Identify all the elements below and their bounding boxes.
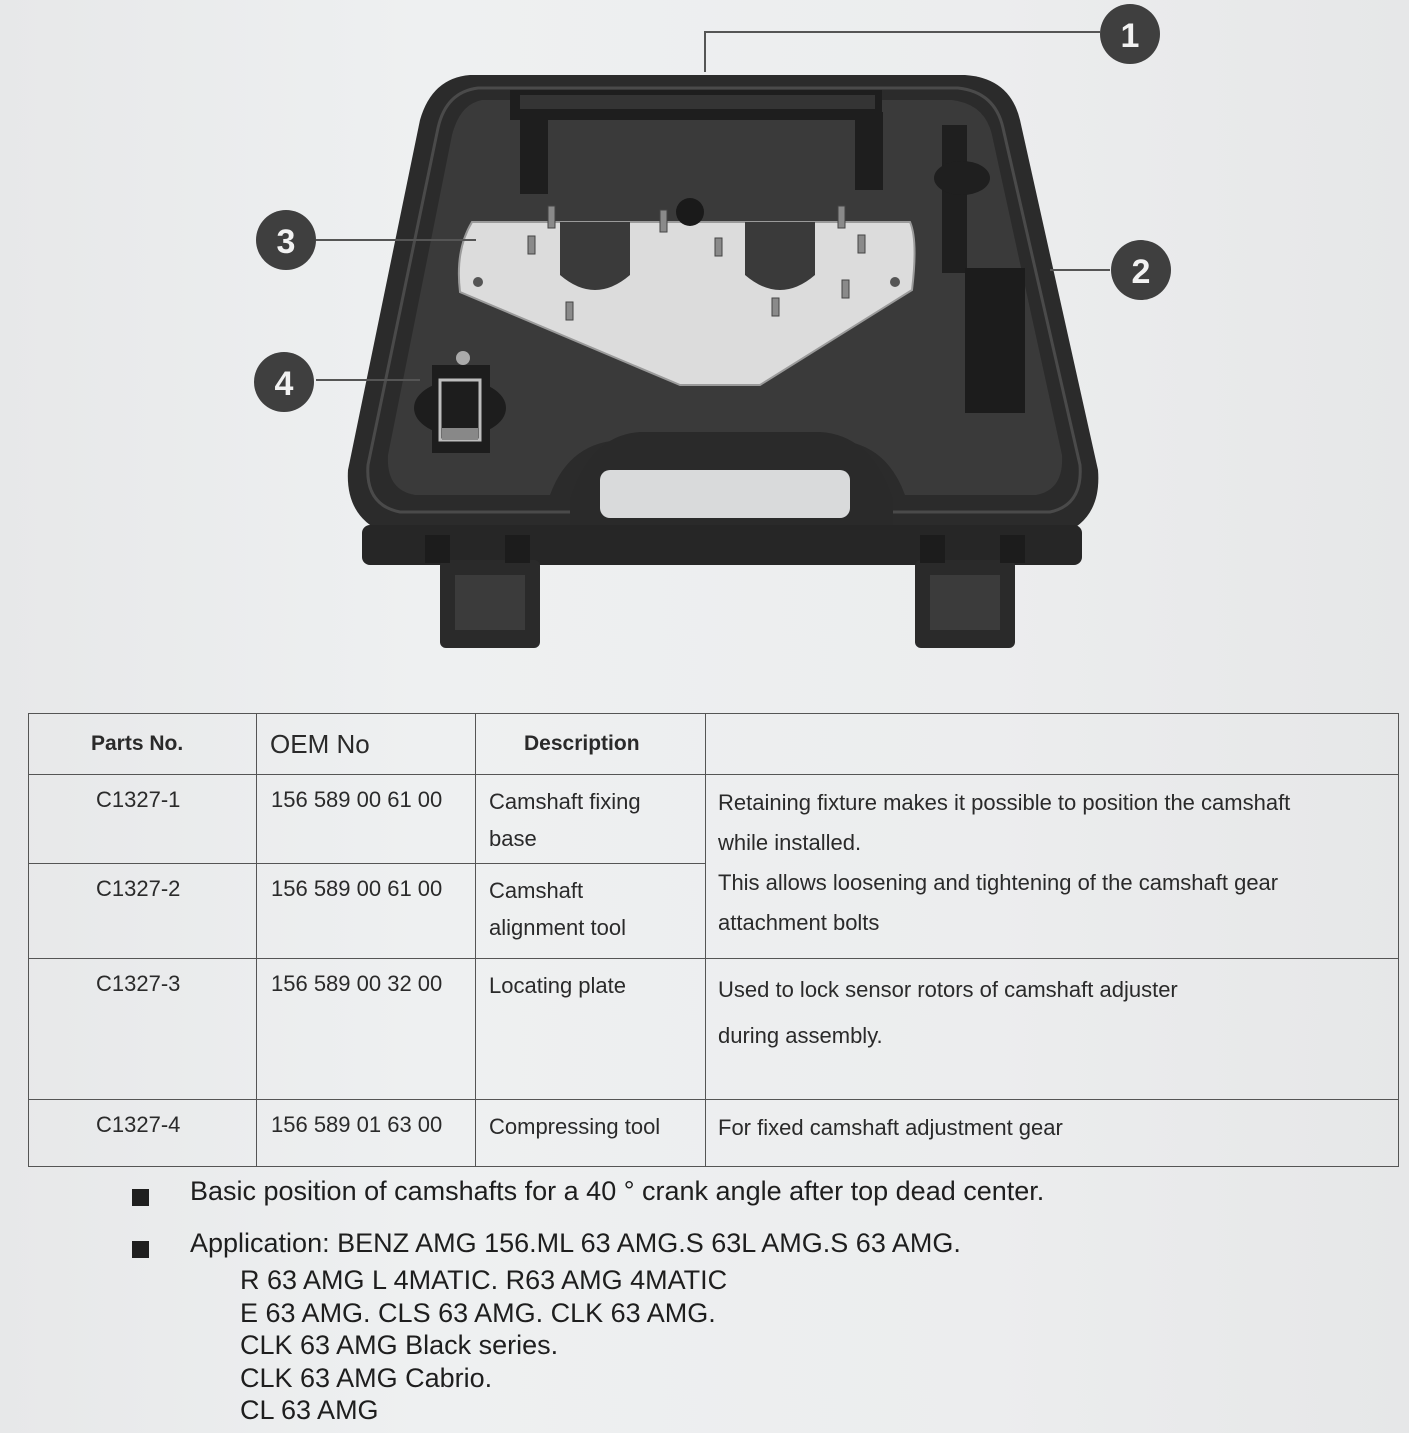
application-line: E 63 AMG. CLS 63 AMG. CLK 63 AMG. bbox=[240, 1297, 716, 1328]
part-notes-3: Used to lock sensor rotors of camshaft a… bbox=[705, 958, 1399, 1100]
application-line: CLK 63 AMG Black series. bbox=[240, 1330, 559, 1360]
part-number: C1327-3 bbox=[28, 958, 257, 1100]
oem-number: 156 589 00 32 00 bbox=[256, 958, 476, 1100]
application-line: CL 63 AMG bbox=[240, 1395, 379, 1425]
square-bullet-icon bbox=[132, 1241, 149, 1258]
table-row: C1327-2 156 589 00 61 00 Camshaft alignm… bbox=[28, 863, 1399, 959]
basic-position-text: Basic position of camshafts for a 40 ° c… bbox=[190, 1176, 1045, 1206]
callout-3-number: 3 bbox=[277, 223, 296, 261]
part-description: Camshaft fixing base bbox=[475, 774, 706, 864]
callout-4-number: 4 bbox=[275, 365, 294, 403]
part-number: C1327-1 bbox=[28, 774, 257, 864]
callout-1-number: 1 bbox=[1121, 17, 1140, 55]
handle-opening bbox=[600, 470, 850, 518]
notes-list: Basic position of camshafts for a 40 ° c… bbox=[132, 1176, 1332, 1258]
table-row: C1327-3 156 589 00 32 00 Locating plate … bbox=[28, 958, 1399, 1100]
table-row: C1327-1 156 589 00 61 00 Camshaft fixing… bbox=[28, 774, 1399, 959]
square-bullet-icon bbox=[132, 1189, 149, 1206]
case-rim bbox=[366, 86, 1082, 514]
callout-4-badge bbox=[254, 352, 314, 412]
header-oem-no: OEM No bbox=[256, 713, 476, 775]
part-description: Compressing tool bbox=[475, 1099, 706, 1167]
part-number: C1327-2 bbox=[28, 863, 257, 959]
oem-number: 156 589 00 61 00 bbox=[256, 774, 476, 864]
parts-table: Parts No. OEM No Description C1327-1 156… bbox=[28, 713, 1399, 1167]
oem-number: 156 589 00 61 00 bbox=[256, 863, 476, 959]
part-description: Locating plate bbox=[475, 958, 706, 1100]
callout-2-number: 2 bbox=[1132, 253, 1151, 291]
part-number: C1327-4 bbox=[28, 1099, 257, 1167]
callout-3-badge bbox=[256, 210, 316, 270]
table-row: C1327-4 156 589 01 63 00 Compressing too… bbox=[28, 1099, 1399, 1167]
list-item: Basic position of camshafts for a 40 ° c… bbox=[132, 1176, 1332, 1207]
application-label: Application: BENZ AMG 156.ML 63 AMG.S 63… bbox=[190, 1228, 961, 1258]
application-models: R 63 AMG L 4MATIC. R63 AMG 4MATIC E 63 A… bbox=[240, 1264, 727, 1427]
table-header-row: Parts No. OEM No Description bbox=[28, 713, 1399, 775]
case-base-strip bbox=[362, 525, 1082, 565]
header-parts-no: Parts No. bbox=[28, 713, 257, 775]
tool-case-illustration: 1 2 3 4 bbox=[254, 4, 1171, 648]
alignment-tool-slot bbox=[942, 125, 967, 273]
application-line: CLK 63 AMG Cabrio. bbox=[240, 1362, 493, 1393]
application-line: R 63 AMG L 4MATIC. R63 AMG 4MATIC bbox=[240, 1265, 728, 1295]
oem-number: 156 589 01 63 00 bbox=[256, 1099, 476, 1167]
callout-2-badge bbox=[1111, 240, 1171, 300]
callout-line-1 bbox=[704, 31, 1100, 72]
part-notes-1-2: Retaining fixture makes it possible to p… bbox=[705, 774, 1399, 959]
part-description: Camshaft alignment tool bbox=[475, 863, 706, 959]
header-description: Description bbox=[475, 713, 706, 775]
list-item: Application: BENZ AMG 156.ML 63 AMG.S 63… bbox=[132, 1228, 961, 1259]
callout-1-badge bbox=[1100, 4, 1160, 64]
part-notes-4: For fixed camshaft adjustment gear bbox=[705, 1099, 1399, 1167]
header-notes bbox=[705, 713, 1399, 775]
